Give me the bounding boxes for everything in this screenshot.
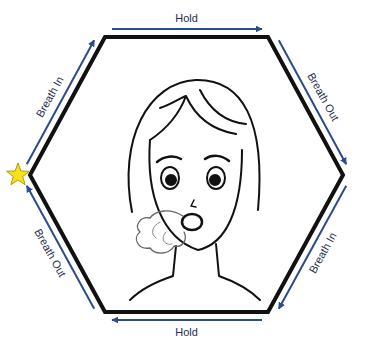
cycle-arrow <box>112 319 262 321</box>
right-pupil <box>210 175 220 185</box>
breath-puff-detail <box>153 222 172 244</box>
neck-shoulders <box>130 244 260 300</box>
cycle-arrow <box>27 186 94 309</box>
cycle-arrow <box>279 186 346 309</box>
phase-label: Breath In <box>307 231 338 275</box>
left-eye <box>161 167 179 189</box>
breath-puff <box>136 211 185 253</box>
face-illustration <box>129 80 260 300</box>
cycle-arrow <box>112 28 262 30</box>
left-pupil <box>166 175 176 185</box>
nose <box>191 200 196 207</box>
right-eye <box>207 167 225 189</box>
hexagon-outline <box>30 37 343 312</box>
cycle-arrows <box>27 29 346 320</box>
cycle-arrow <box>279 40 346 164</box>
cycle-arrow <box>27 40 94 164</box>
phase-label: Breath In <box>34 74 65 118</box>
eyebrows <box>157 156 229 162</box>
face-outline <box>149 140 242 250</box>
start-star <box>7 163 30 185</box>
hair-outline <box>129 80 260 212</box>
phase-label: Hold <box>175 327 198 338</box>
hair-bangs <box>150 90 246 140</box>
phase-label: Hold <box>175 13 198 24</box>
open-mouth <box>182 214 202 230</box>
